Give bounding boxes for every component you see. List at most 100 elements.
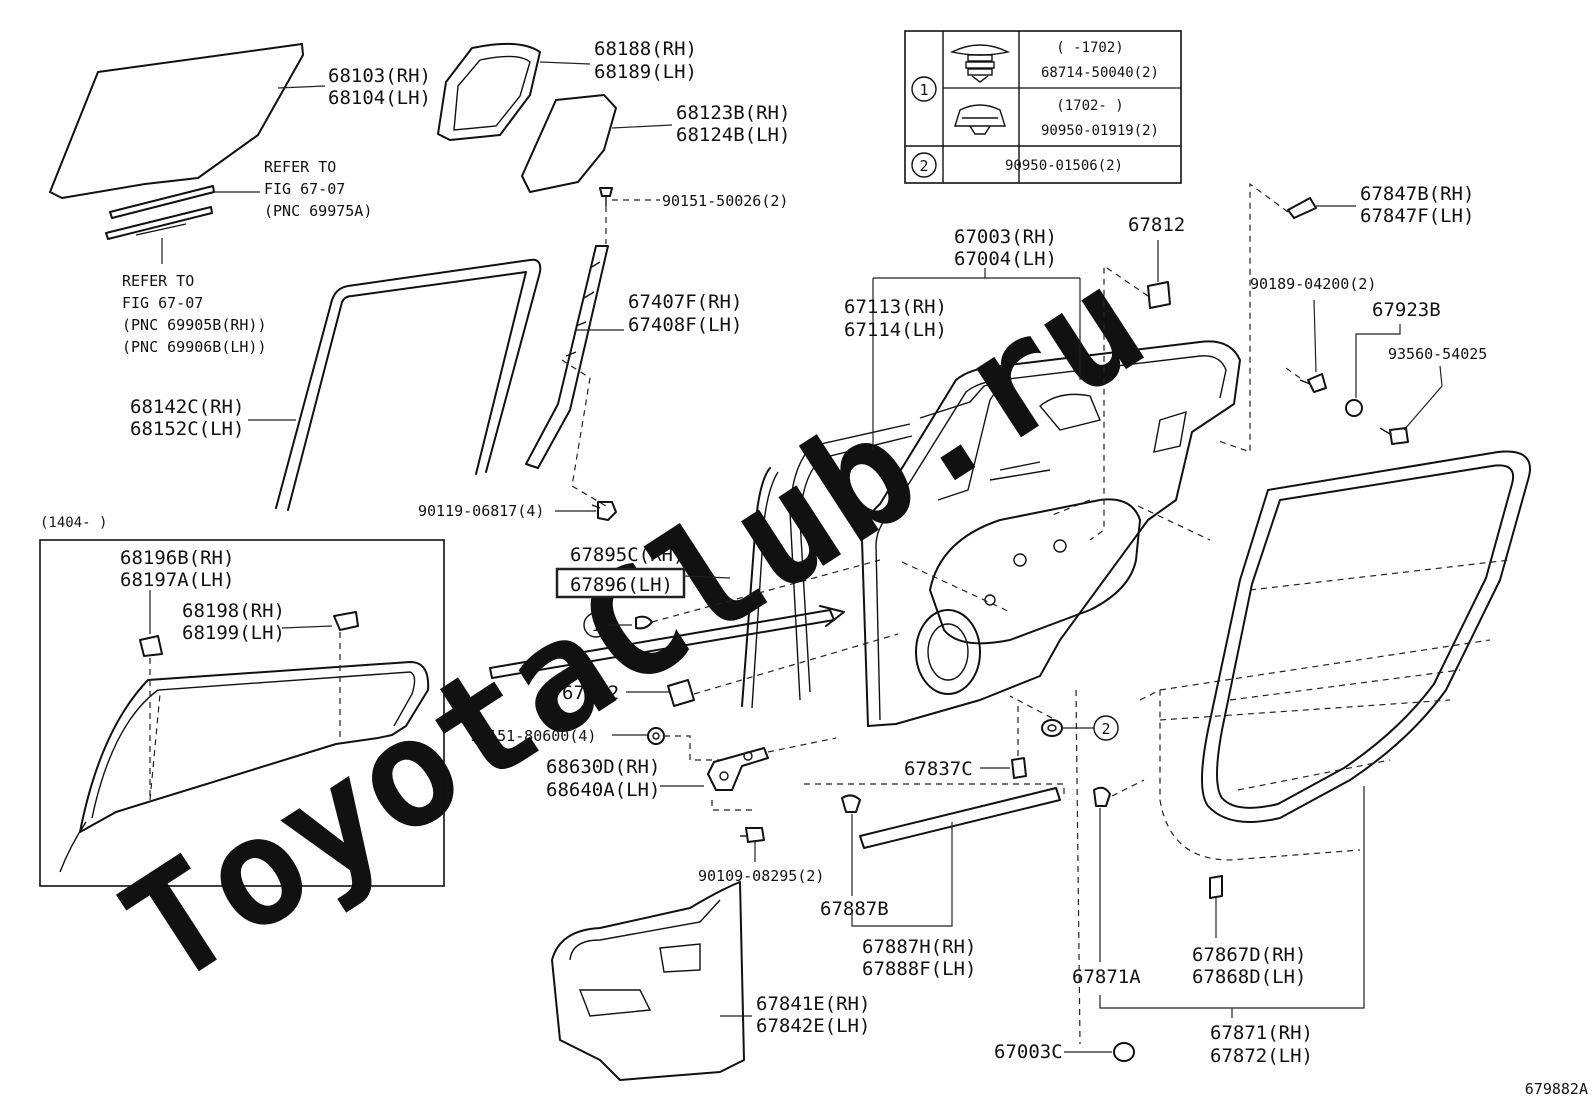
label-refer-to-2a: REFER TO: [122, 272, 194, 290]
label-68152C: 68152C(LH): [130, 418, 244, 440]
pad-67812-right: [1147, 281, 1171, 309]
label-68196B: 68196B(RH): [120, 547, 234, 569]
nut-94151: [647, 727, 665, 745]
label-68199: 68199(LH): [182, 622, 285, 644]
label-67923B: 67923B: [1372, 299, 1441, 321]
glass-run-channel: [275, 258, 542, 511]
quarter-window-frame: [437, 42, 541, 141]
legend-marker-1: 1: [919, 81, 928, 99]
label-67871A: 67871A: [1072, 966, 1141, 988]
label-67812-right: 67812: [1128, 214, 1185, 236]
door-glass-part: [49, 43, 304, 199]
label-67114: 67114(LH): [844, 319, 947, 341]
legend-row1b-part: 90950-01919(2): [1041, 123, 1159, 139]
label-67841E: 67841E(RH): [756, 993, 870, 1015]
label-68189: 68189(LH): [594, 61, 697, 83]
clip-67867D: [1209, 875, 1223, 899]
push-clip-icon: [949, 44, 1011, 83]
hole-plug-67003C: [1113, 1042, 1135, 1062]
quarter-glass: [521, 94, 617, 193]
inset-date-label: (1404- ): [40, 515, 107, 531]
rocker-moulding: [859, 787, 1061, 849]
highlight-67896-box: [555, 567, 686, 599]
grommet-clip-icon: [954, 104, 1006, 135]
label-68123B: 68123B(RH): [676, 102, 790, 124]
label-67812-left: 67812: [562, 682, 619, 704]
label-67887H: 67887H(RH): [862, 936, 976, 958]
pad-67847B: [1287, 197, 1317, 219]
inset-box: [39, 539, 445, 887]
label-refer-to-1b: FIG 67-07: [264, 180, 345, 198]
label-68630D: 68630D(RH): [546, 756, 660, 778]
label-68142C: 68142C(RH): [130, 396, 244, 418]
label-67896: 67896(LH): [570, 574, 673, 596]
label-68197A: 68197A(LH): [120, 569, 234, 591]
label-68198: 68198(RH): [182, 600, 285, 622]
clip-67837C: [1011, 757, 1027, 779]
label-68188: 68188(RH): [594, 38, 697, 60]
label-refer-to-2c: (PNC 69905B(RH)): [122, 316, 267, 334]
push-clip-small: [635, 615, 653, 630]
label-67003: 67003(RH): [954, 226, 1057, 248]
body-opening-weatherstrip: [1139, 450, 1531, 861]
division-bar-channel: [525, 245, 609, 469]
label-refer-to-1a: REFER TO: [264, 158, 336, 176]
label-67407F: 67407F(RH): [628, 291, 742, 313]
label-refer-to-2b: FIG 67-07: [122, 294, 203, 312]
door-check-arm: [707, 747, 769, 791]
rear-door-panel: [789, 340, 1241, 727]
clip-67887B: [841, 794, 861, 813]
label-67872: 67872(LH): [1210, 1045, 1313, 1067]
belt-moulding-strips: [105, 185, 215, 240]
bolt-90189: [1299, 373, 1327, 393]
legend-marker-2: 2: [919, 157, 928, 175]
screw-93560: [1379, 427, 1409, 445]
label-refer-to-1c: (PNC 69975A): [264, 202, 372, 220]
clip-68196B: [139, 635, 163, 657]
label-67887B: 67887B: [820, 898, 889, 920]
figure-id: 679882A: [1525, 1080, 1588, 1098]
marker-2-icon: [911, 152, 937, 178]
callout-marker-2: 2: [1101, 720, 1110, 738]
legend-row1b-date: (1702- ): [1056, 98, 1123, 114]
label-67888F: 67888F(LH): [862, 958, 976, 980]
door-weatherstrip-inner: [741, 467, 779, 709]
label-67837C: 67837C: [904, 758, 973, 780]
clip-68198: [333, 611, 359, 631]
label-68104: 68104(LH): [328, 87, 431, 109]
belt-moulding-outer: [489, 605, 845, 679]
legend-row1a-part: 68714-50040(2): [1041, 65, 1159, 81]
label-90119: 90119-06817(4): [418, 502, 544, 520]
clip-67871A: [1093, 786, 1111, 807]
fastener-legend-table: 1 2 ( -1702) 68714-50040(2) (1702- ) 909…: [904, 30, 1182, 184]
legend-row1a-date: ( -1702): [1056, 40, 1123, 56]
label-68640A: 68640A(LH): [546, 779, 660, 801]
label-90151: 90151-50026(2): [662, 192, 788, 210]
label-68103: 68103(RH): [328, 65, 431, 87]
screw-90151: [599, 187, 613, 206]
callout-marker-1: 1: [591, 617, 600, 635]
label-67868D: 67868D(LH): [1192, 966, 1306, 988]
label-67842E: 67842E(LH): [756, 1015, 870, 1037]
label-67004: 67004(LH): [954, 248, 1057, 270]
label-67847F: 67847F(LH): [1360, 205, 1474, 227]
label-67895C: 67895C(RH): [570, 544, 684, 566]
label-67003C: 67003C: [994, 1041, 1063, 1063]
label-90189: 90189-04200(2): [1250, 275, 1376, 293]
striker-plate: [1345, 399, 1363, 417]
door-service-hole-cover: [551, 881, 745, 1081]
label-67847B: 67847B(RH): [1360, 183, 1474, 205]
label-67408F: 67408F(LH): [628, 314, 742, 336]
label-68124B: 68124B(LH): [676, 124, 790, 146]
bolt-90109: [740, 827, 765, 843]
marker-1-icon: [911, 76, 937, 102]
marker-2-callout-icon: [1093, 715, 1119, 741]
pad-67812-left: [667, 679, 695, 707]
bolt-90119: [591, 501, 617, 521]
label-67871: 67871(RH): [1210, 1022, 1313, 1044]
grommet-90950: [1041, 719, 1063, 737]
legend-row2-part: 90950-01506(2): [1005, 158, 1123, 174]
label-67867D: 67867D(RH): [1192, 944, 1306, 966]
label-refer-to-2d: (PNC 69906B(LH)): [122, 338, 267, 356]
